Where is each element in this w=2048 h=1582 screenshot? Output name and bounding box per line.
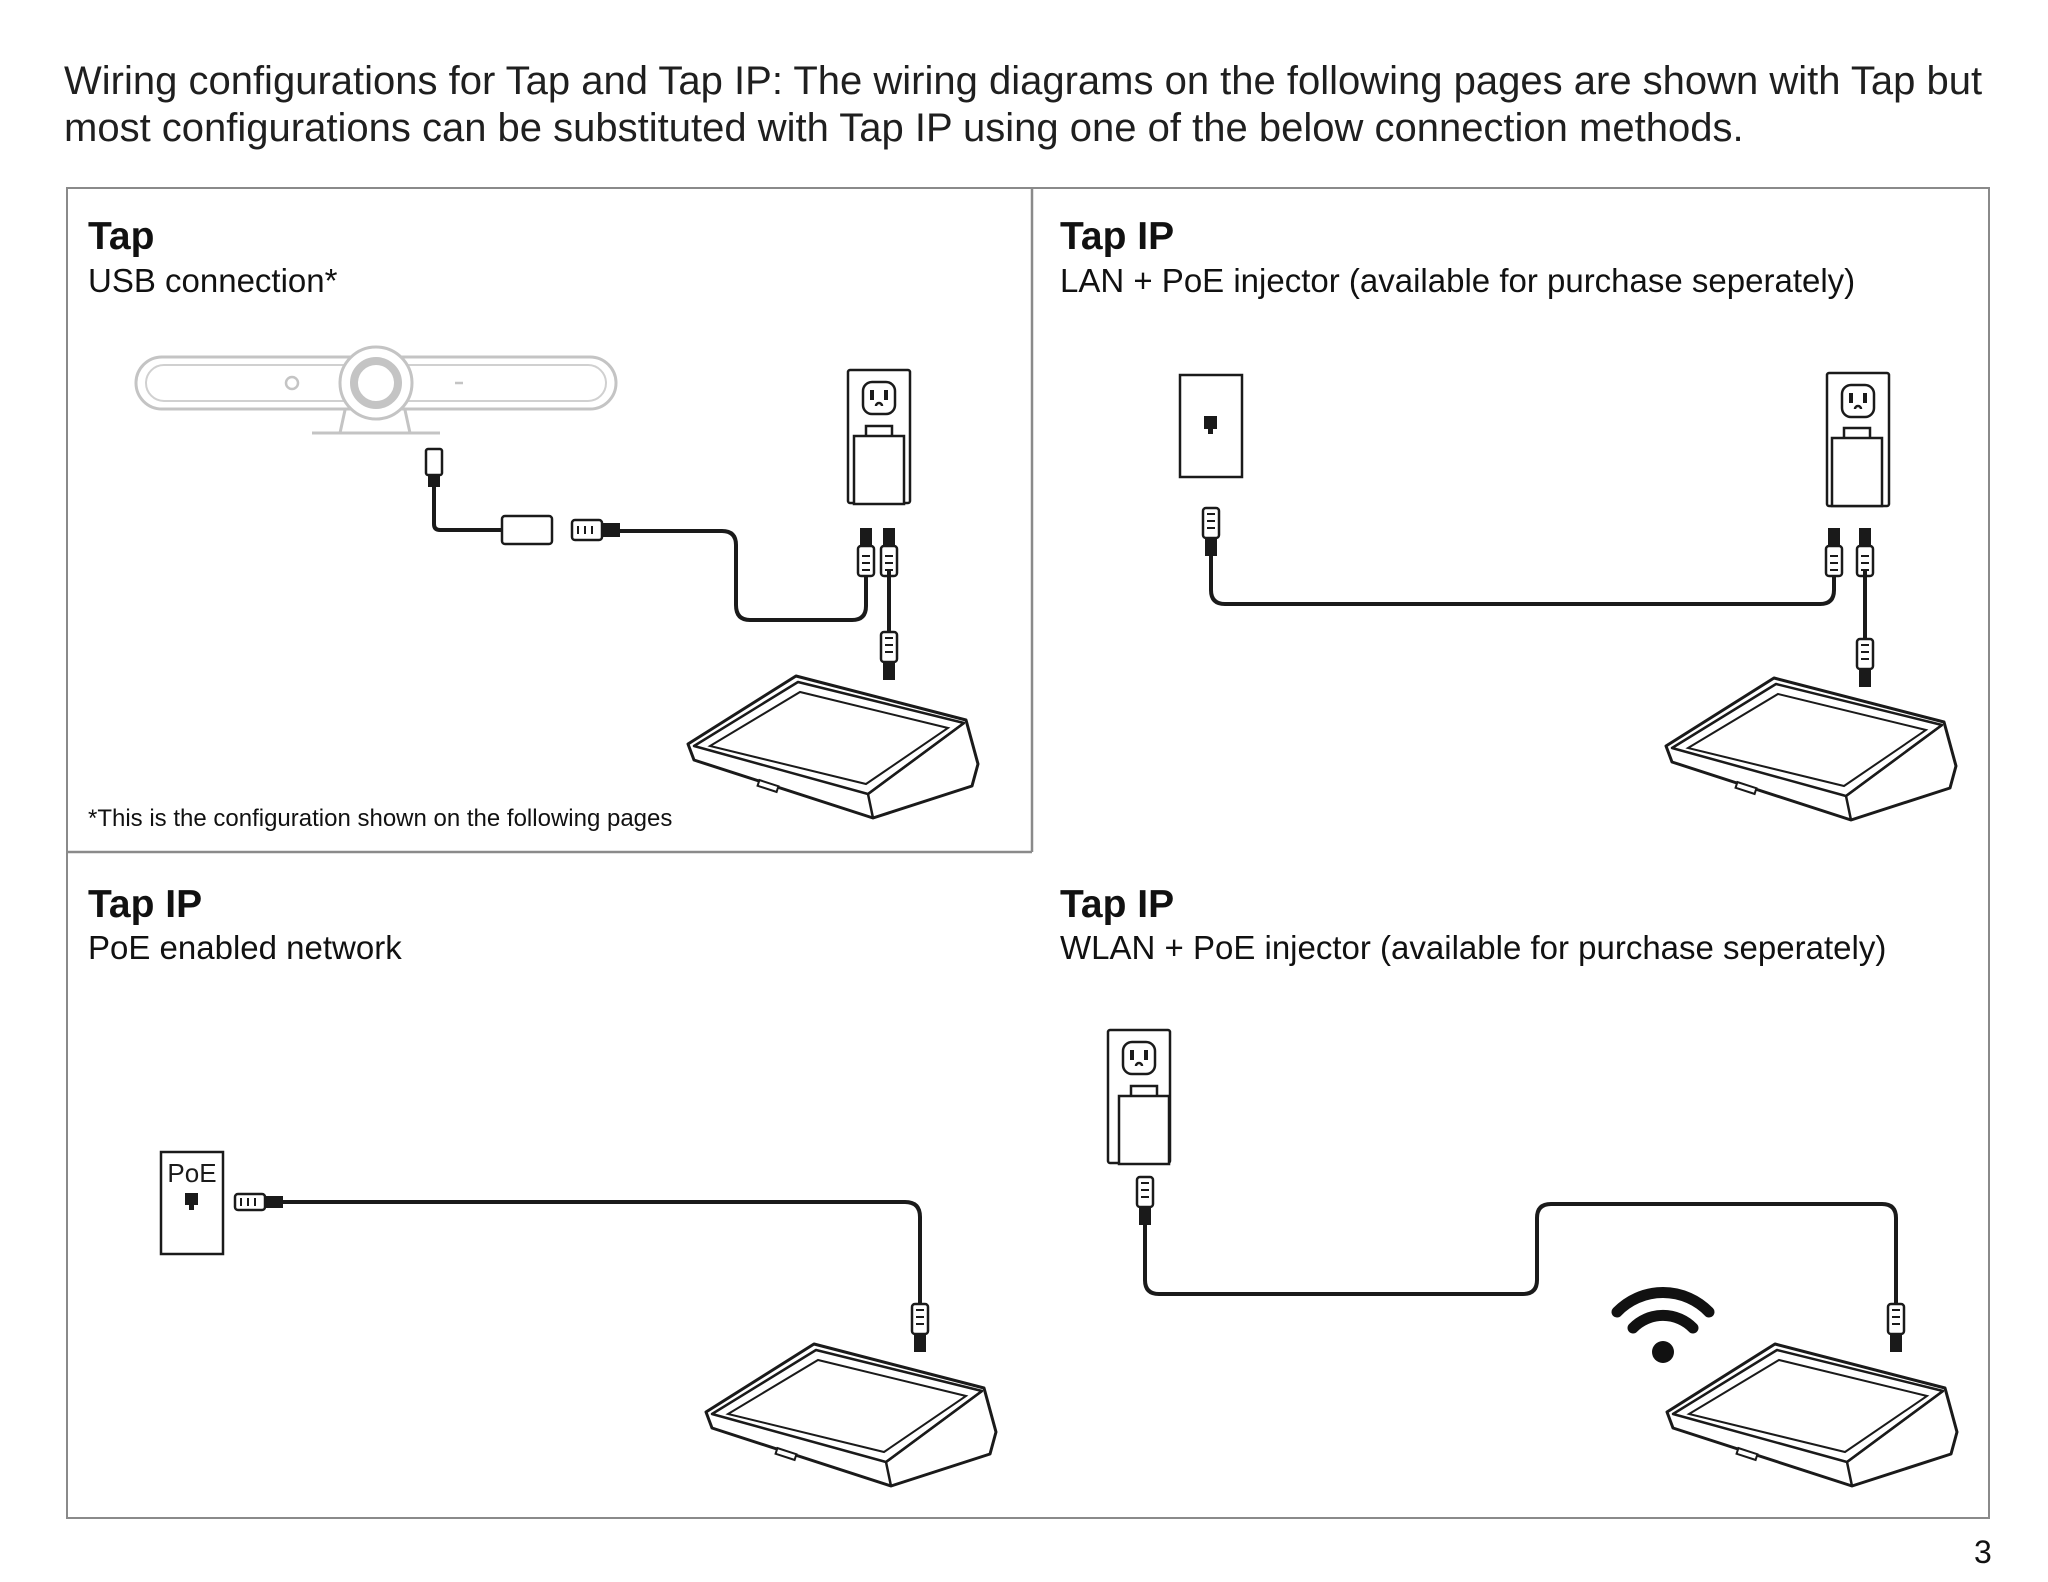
panel-subtitle-tap-ip-wlan: WLAN + PoE injector (available for purch… bbox=[1060, 929, 1887, 966]
wifi-icon bbox=[1611, 1287, 1715, 1363]
page-number: 3 bbox=[1974, 1534, 1992, 1570]
panel-subtitle-tap-ip-lan: LAN + PoE injector (available for purcha… bbox=[1060, 262, 1856, 299]
panel-title-tap-ip-lan: Tap IP bbox=[1060, 215, 1175, 258]
usb-plug-icon bbox=[424, 447, 444, 487]
poe-wall-jack-icon bbox=[159, 1150, 225, 1256]
tap-controller-icon bbox=[686, 674, 980, 820]
footnote: *This is the configuration shown on the … bbox=[88, 805, 673, 832]
panel-subtitle-tap-usb: USB connection* bbox=[88, 262, 338, 299]
intro-text: Wiring configurations for Tap and Tap IP… bbox=[64, 59, 1983, 150]
poe-injector-icon bbox=[852, 424, 906, 506]
rj45-plug-icon bbox=[570, 518, 620, 542]
panel-title-tap-ip-wlan: Tap IP bbox=[1060, 883, 1175, 926]
panel-title-tap-usb: Tap bbox=[88, 215, 155, 258]
usb-adapter-icon bbox=[500, 514, 554, 546]
panel-title-tap-ip-poe: Tap IP bbox=[88, 883, 203, 926]
camera-icon bbox=[134, 345, 618, 435]
ethernet-wall-jack-icon bbox=[1178, 373, 1244, 479]
panel-subtitle-tap-ip-poe: PoE enabled network bbox=[88, 929, 402, 966]
poe-jack-label: PoE bbox=[167, 1158, 217, 1188]
